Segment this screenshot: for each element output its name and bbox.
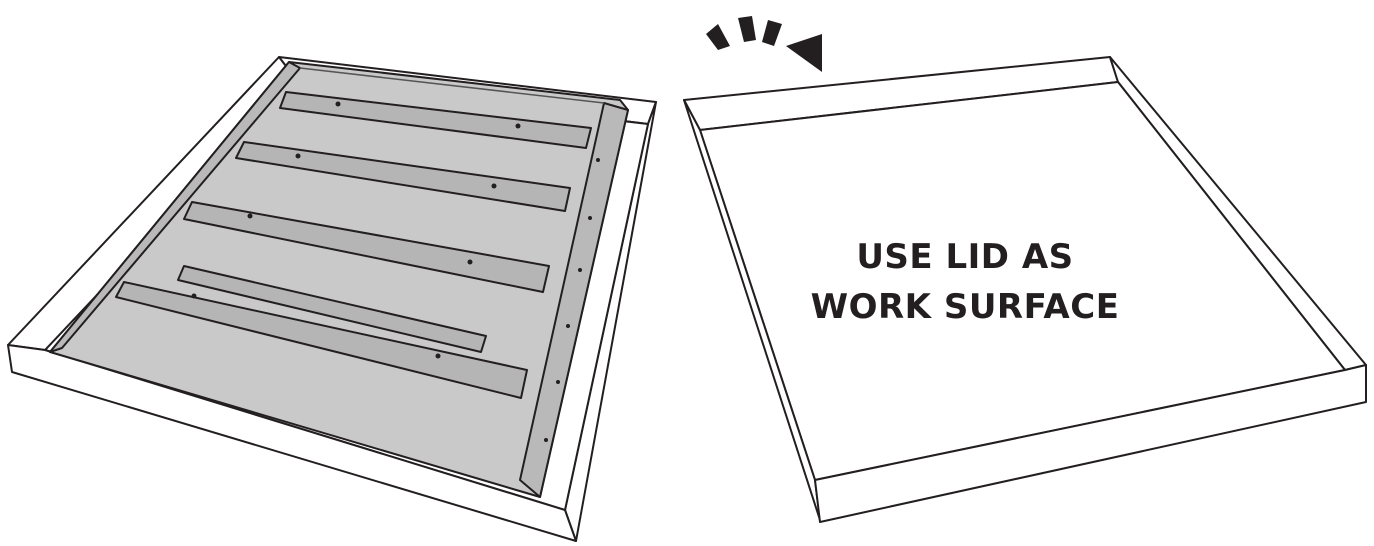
panel-hole xyxy=(544,438,548,442)
panel-hole xyxy=(468,260,473,265)
lid-caption: USE LID AS WORK SURFACE xyxy=(790,232,1140,332)
panel-hole xyxy=(192,294,197,299)
panel-hole xyxy=(588,216,592,220)
panel-hole xyxy=(296,154,301,159)
panel-hole xyxy=(566,324,570,328)
panel-hole xyxy=(492,184,497,189)
arrow-dash xyxy=(762,20,782,46)
lid-caption-line1: USE LID AS xyxy=(790,232,1140,282)
lid-caption-line2: WORK SURFACE xyxy=(790,282,1140,332)
panel-hole xyxy=(516,124,521,129)
panel-hole xyxy=(596,158,600,162)
panel-hole xyxy=(578,268,582,272)
arrow-head xyxy=(786,34,822,72)
arrow-dash xyxy=(706,24,730,50)
curved-arrow-icon xyxy=(706,16,822,72)
panel-hole xyxy=(436,354,441,359)
arrow-dash xyxy=(738,16,756,42)
panel-hole xyxy=(248,214,253,219)
panel-hole xyxy=(556,380,560,384)
panel-hole xyxy=(336,102,341,107)
